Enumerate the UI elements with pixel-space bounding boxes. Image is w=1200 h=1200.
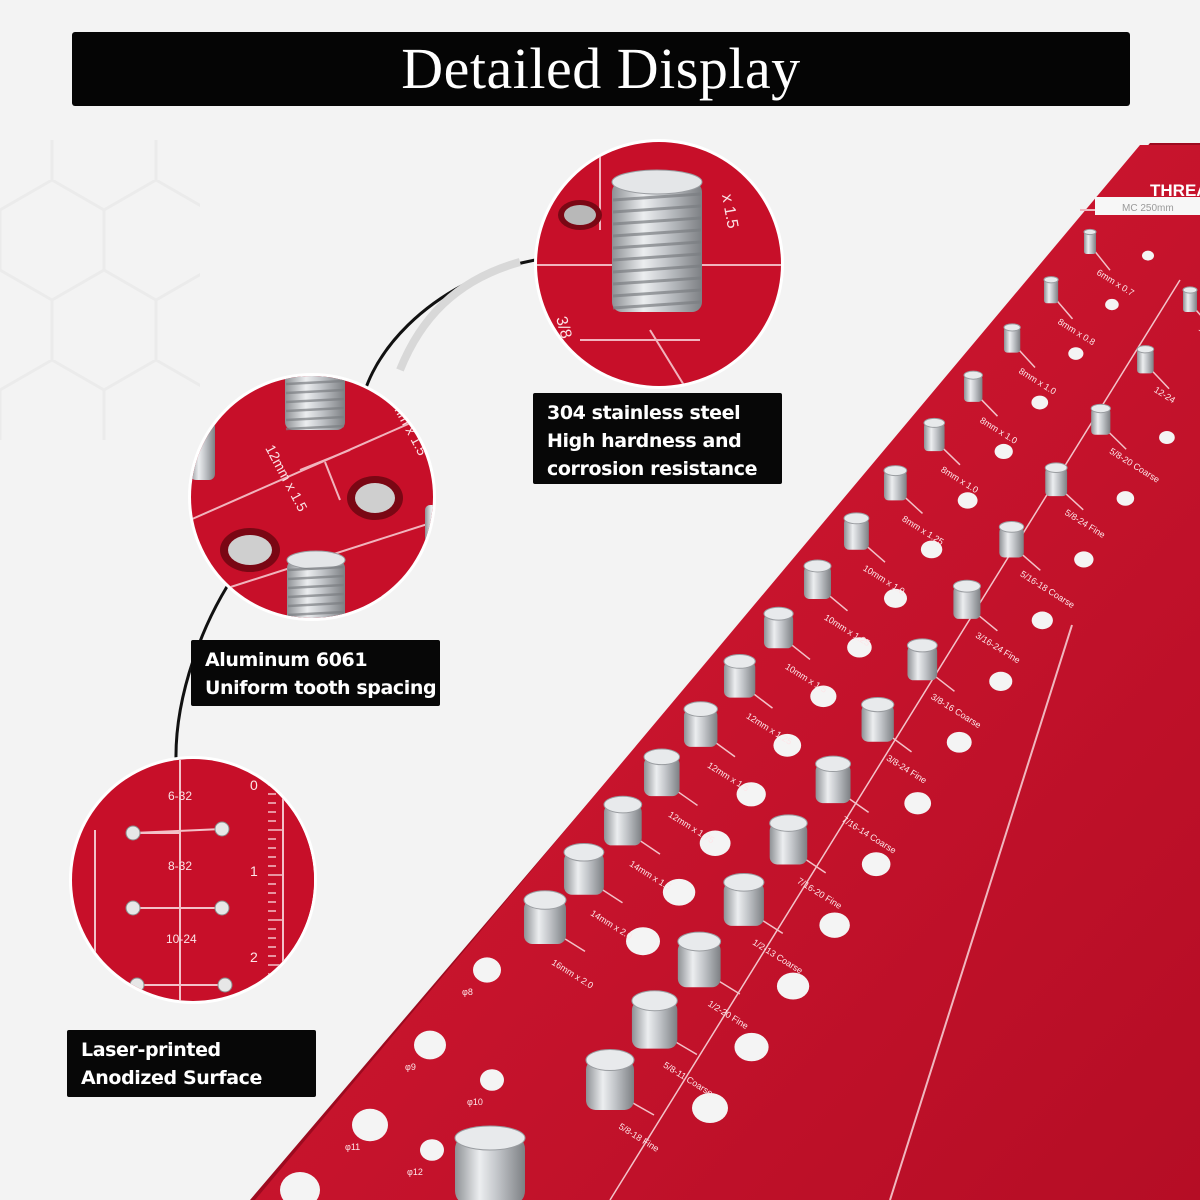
- zoom-bottom-label: 6-32: [168, 789, 192, 803]
- callout-aluminum: Aluminum 6061 Uniform tooth spacing: [191, 640, 440, 706]
- pin-hole: [1068, 347, 1084, 360]
- banner-title: Detailed Display: [401, 36, 801, 101]
- pin-hole: [1142, 250, 1154, 261]
- zoom-top-label: x 1.5: [718, 193, 741, 230]
- pin-hole: [1074, 551, 1094, 568]
- thread-pin: [1084, 232, 1096, 254]
- drill-hole: [414, 1030, 446, 1060]
- thread-pin: [684, 709, 718, 747]
- mini-pin: [125, 900, 141, 916]
- mini-pin: [214, 900, 230, 916]
- mini-pin: [217, 977, 233, 993]
- thread-pin: [924, 422, 945, 452]
- pin-hole: [734, 1032, 769, 1062]
- thread-pin: [564, 852, 604, 895]
- thread-pin: [999, 526, 1024, 558]
- pin-hole: [1159, 430, 1175, 445]
- hole-label: φ11: [345, 1142, 360, 1152]
- thread-pin: [644, 756, 680, 797]
- callout-line: Laser-printed: [81, 1039, 221, 1061]
- pin-hole: [736, 782, 766, 807]
- zoom-stainless-pin: x 1.5 3/8: [534, 139, 784, 389]
- drill-hole: [420, 1139, 444, 1161]
- thread-pin: [724, 661, 756, 698]
- pin-hole: [819, 912, 850, 938]
- pin-hole: [692, 1093, 728, 1123]
- thread-pin: [524, 900, 566, 944]
- ruler-tick-label: 1: [250, 863, 258, 879]
- thread-pin: [631, 1000, 678, 1049]
- thread-pin: [1044, 279, 1059, 304]
- drill-hole: [280, 1172, 320, 1200]
- callout-line: 304 stainless steel: [547, 402, 741, 424]
- pin-hole: [776, 972, 810, 1000]
- pin-hole: [773, 733, 802, 757]
- callout-line: Uniform tooth spacing: [205, 677, 437, 699]
- pin-hole: [1031, 611, 1053, 630]
- hole-label: φ10: [467, 1097, 483, 1107]
- pin-hole: [847, 637, 872, 658]
- pin-hole: [1116, 491, 1135, 506]
- thread-pin: [953, 586, 981, 619]
- pin-hole: [662, 878, 696, 906]
- thread-pin: [1045, 467, 1068, 497]
- thread-pin: [764, 613, 794, 649]
- zoom-aluminum-teeth: 12mm x 1.5 12mm x 1.5: [188, 373, 436, 621]
- pin-hole: [626, 927, 660, 956]
- callout-line: Anodized Surface: [81, 1067, 262, 1089]
- pin-hole: [920, 540, 943, 559]
- hole-label: φ9: [405, 1062, 416, 1072]
- zoom-bottom-label: 10-24: [166, 932, 197, 946]
- mini-pin: [214, 821, 230, 837]
- thread-pin: [861, 704, 894, 742]
- thread-pin: [604, 804, 642, 846]
- pin-hole: [989, 671, 1013, 691]
- hole-label: φ12: [407, 1167, 423, 1177]
- pin-hole: [946, 731, 972, 753]
- pin-hole: [957, 492, 978, 509]
- drill-hole: [352, 1108, 388, 1142]
- callout-line: Aluminum 6061: [205, 649, 368, 671]
- title-banner: Detailed Display: [72, 32, 1130, 106]
- thread-pin: [1004, 327, 1021, 353]
- thread-pin: [964, 375, 983, 402]
- drill-hole: [480, 1069, 504, 1091]
- thread-pin: [815, 763, 851, 804]
- zoom-bottom-label: 8-32: [168, 859, 192, 873]
- pin-hole: [1031, 395, 1049, 410]
- thread-pin: [1091, 408, 1111, 435]
- thread-pin: [907, 645, 938, 681]
- thread-pin: [1183, 290, 1197, 312]
- thread-pin: [586, 1060, 634, 1110]
- pin-hole: [884, 588, 907, 608]
- thread-pin: [723, 882, 764, 926]
- thread-pin: [884, 470, 907, 501]
- hole-label: φ8: [462, 987, 473, 997]
- drill-hole: [473, 957, 501, 983]
- callout-line: corrosion resistance: [547, 458, 758, 480]
- callout-laser-printed: Laser-printed Anodized Surface: [67, 1030, 316, 1097]
- pin-hole: [861, 852, 891, 877]
- ruler-tick-label: 0: [250, 777, 258, 793]
- callout-stainless-steel: 304 stainless steel High hardness and co…: [533, 393, 782, 484]
- callout-line: High hardness and: [547, 430, 742, 452]
- pin-hole: [1105, 298, 1119, 311]
- thread-pin: [844, 518, 869, 550]
- ruler-header: THREA: [1150, 181, 1200, 200]
- ruler-tick-label: 2: [250, 949, 258, 965]
- pin-hole: [994, 443, 1013, 460]
- thread-pin: [677, 941, 721, 988]
- thread-pin: [804, 566, 831, 599]
- thread-pin: [1137, 349, 1154, 374]
- pin-hole: [810, 685, 837, 708]
- thread-pin: [769, 823, 808, 865]
- mini-pin: [125, 825, 141, 841]
- thread-pin: [455, 1135, 525, 1200]
- ruler-subheader: MC 250mm: [1122, 203, 1174, 214]
- pin-hole: [904, 792, 932, 815]
- pin-hole: [699, 830, 731, 856]
